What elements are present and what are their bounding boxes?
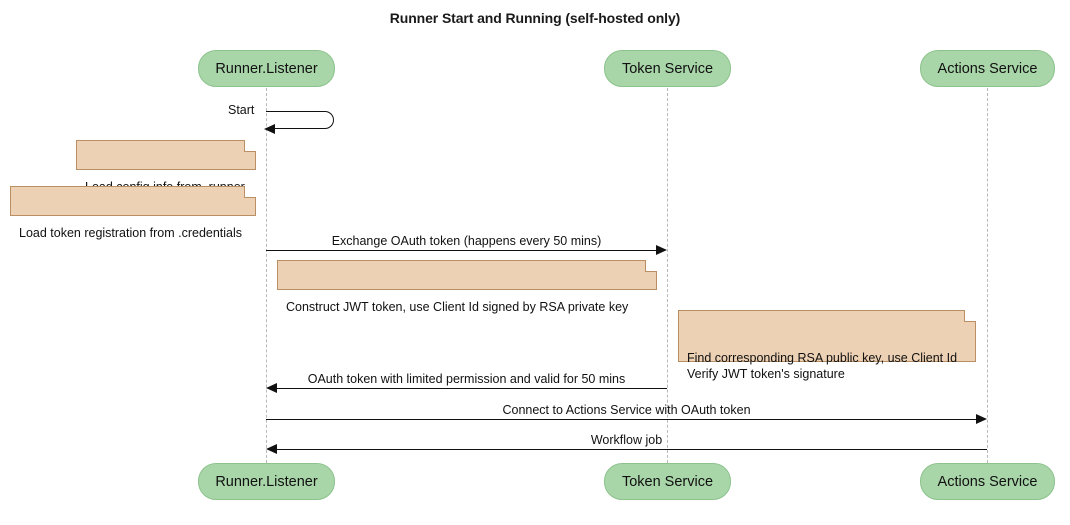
lifeline-runner-listener bbox=[266, 88, 267, 463]
note-fold-icon bbox=[244, 140, 256, 152]
arrowhead-left-icon bbox=[266, 382, 277, 393]
arrowhead-left-icon bbox=[266, 443, 277, 454]
arrowhead-right-icon bbox=[656, 244, 667, 255]
note-text: Load token registration from .credential… bbox=[19, 226, 243, 240]
participant-label: Actions Service bbox=[937, 473, 1038, 490]
message-label-connect-actions-service: Connect to Actions Service with OAuth to… bbox=[502, 403, 751, 417]
note-verify-jwt: Find corresponding RSA public key, use C… bbox=[678, 310, 976, 381]
lifeline-actions-service bbox=[987, 88, 988, 463]
participant-token-service-top[interactable]: Token Service bbox=[604, 50, 731, 87]
message-line-exchange-oauth-token bbox=[266, 250, 656, 251]
note-load-token-registration: Load token registration from .credential… bbox=[10, 186, 256, 240]
page-title: Runner Start and Running (self-hosted on… bbox=[389, 10, 681, 26]
message-label-exchange-oauth-token: Exchange OAuth token (happens every 50 m… bbox=[331, 234, 602, 248]
note-text: Construct JWT token, use Client Id signe… bbox=[286, 300, 629, 314]
participant-label: Token Service bbox=[621, 60, 714, 77]
message-label-oauth-token-response: OAuth token with limited permission and … bbox=[307, 372, 626, 386]
message-label-start: Start bbox=[228, 103, 255, 117]
note-text: Find corresponding RSA public key, use C… bbox=[687, 351, 958, 381]
participant-actions-service-top[interactable]: Actions Service bbox=[920, 50, 1055, 87]
note-fold-icon bbox=[964, 310, 976, 322]
message-label-workflow-job: Workflow job bbox=[590, 433, 663, 447]
message-line-workflow-job bbox=[277, 449, 987, 450]
participant-label: Actions Service bbox=[937, 60, 1038, 77]
participant-label: Runner.Listener bbox=[215, 473, 318, 490]
participant-token-service-bottom[interactable]: Token Service bbox=[604, 463, 731, 500]
arrowhead-left-icon bbox=[264, 123, 275, 134]
arrowhead-right-icon bbox=[976, 413, 987, 424]
note-construct-jwt: Construct JWT token, use Client Id signe… bbox=[277, 260, 657, 314]
note-load-config: Load config info from .runner bbox=[76, 140, 256, 194]
lifeline-token-service bbox=[667, 88, 668, 463]
note-fold-icon bbox=[244, 186, 256, 198]
participant-runner-listener-bottom[interactable]: Runner.Listener bbox=[198, 463, 335, 500]
message-self-loop-start bbox=[266, 111, 334, 129]
participant-actions-service-bottom[interactable]: Actions Service bbox=[920, 463, 1055, 500]
message-line-connect-actions-service bbox=[266, 419, 976, 420]
participant-label: Token Service bbox=[621, 473, 714, 490]
participant-label: Runner.Listener bbox=[215, 60, 318, 77]
participant-runner-listener-top[interactable]: Runner.Listener bbox=[198, 50, 335, 87]
note-fold-icon bbox=[645, 260, 657, 272]
message-line-oauth-token-response bbox=[277, 388, 667, 389]
